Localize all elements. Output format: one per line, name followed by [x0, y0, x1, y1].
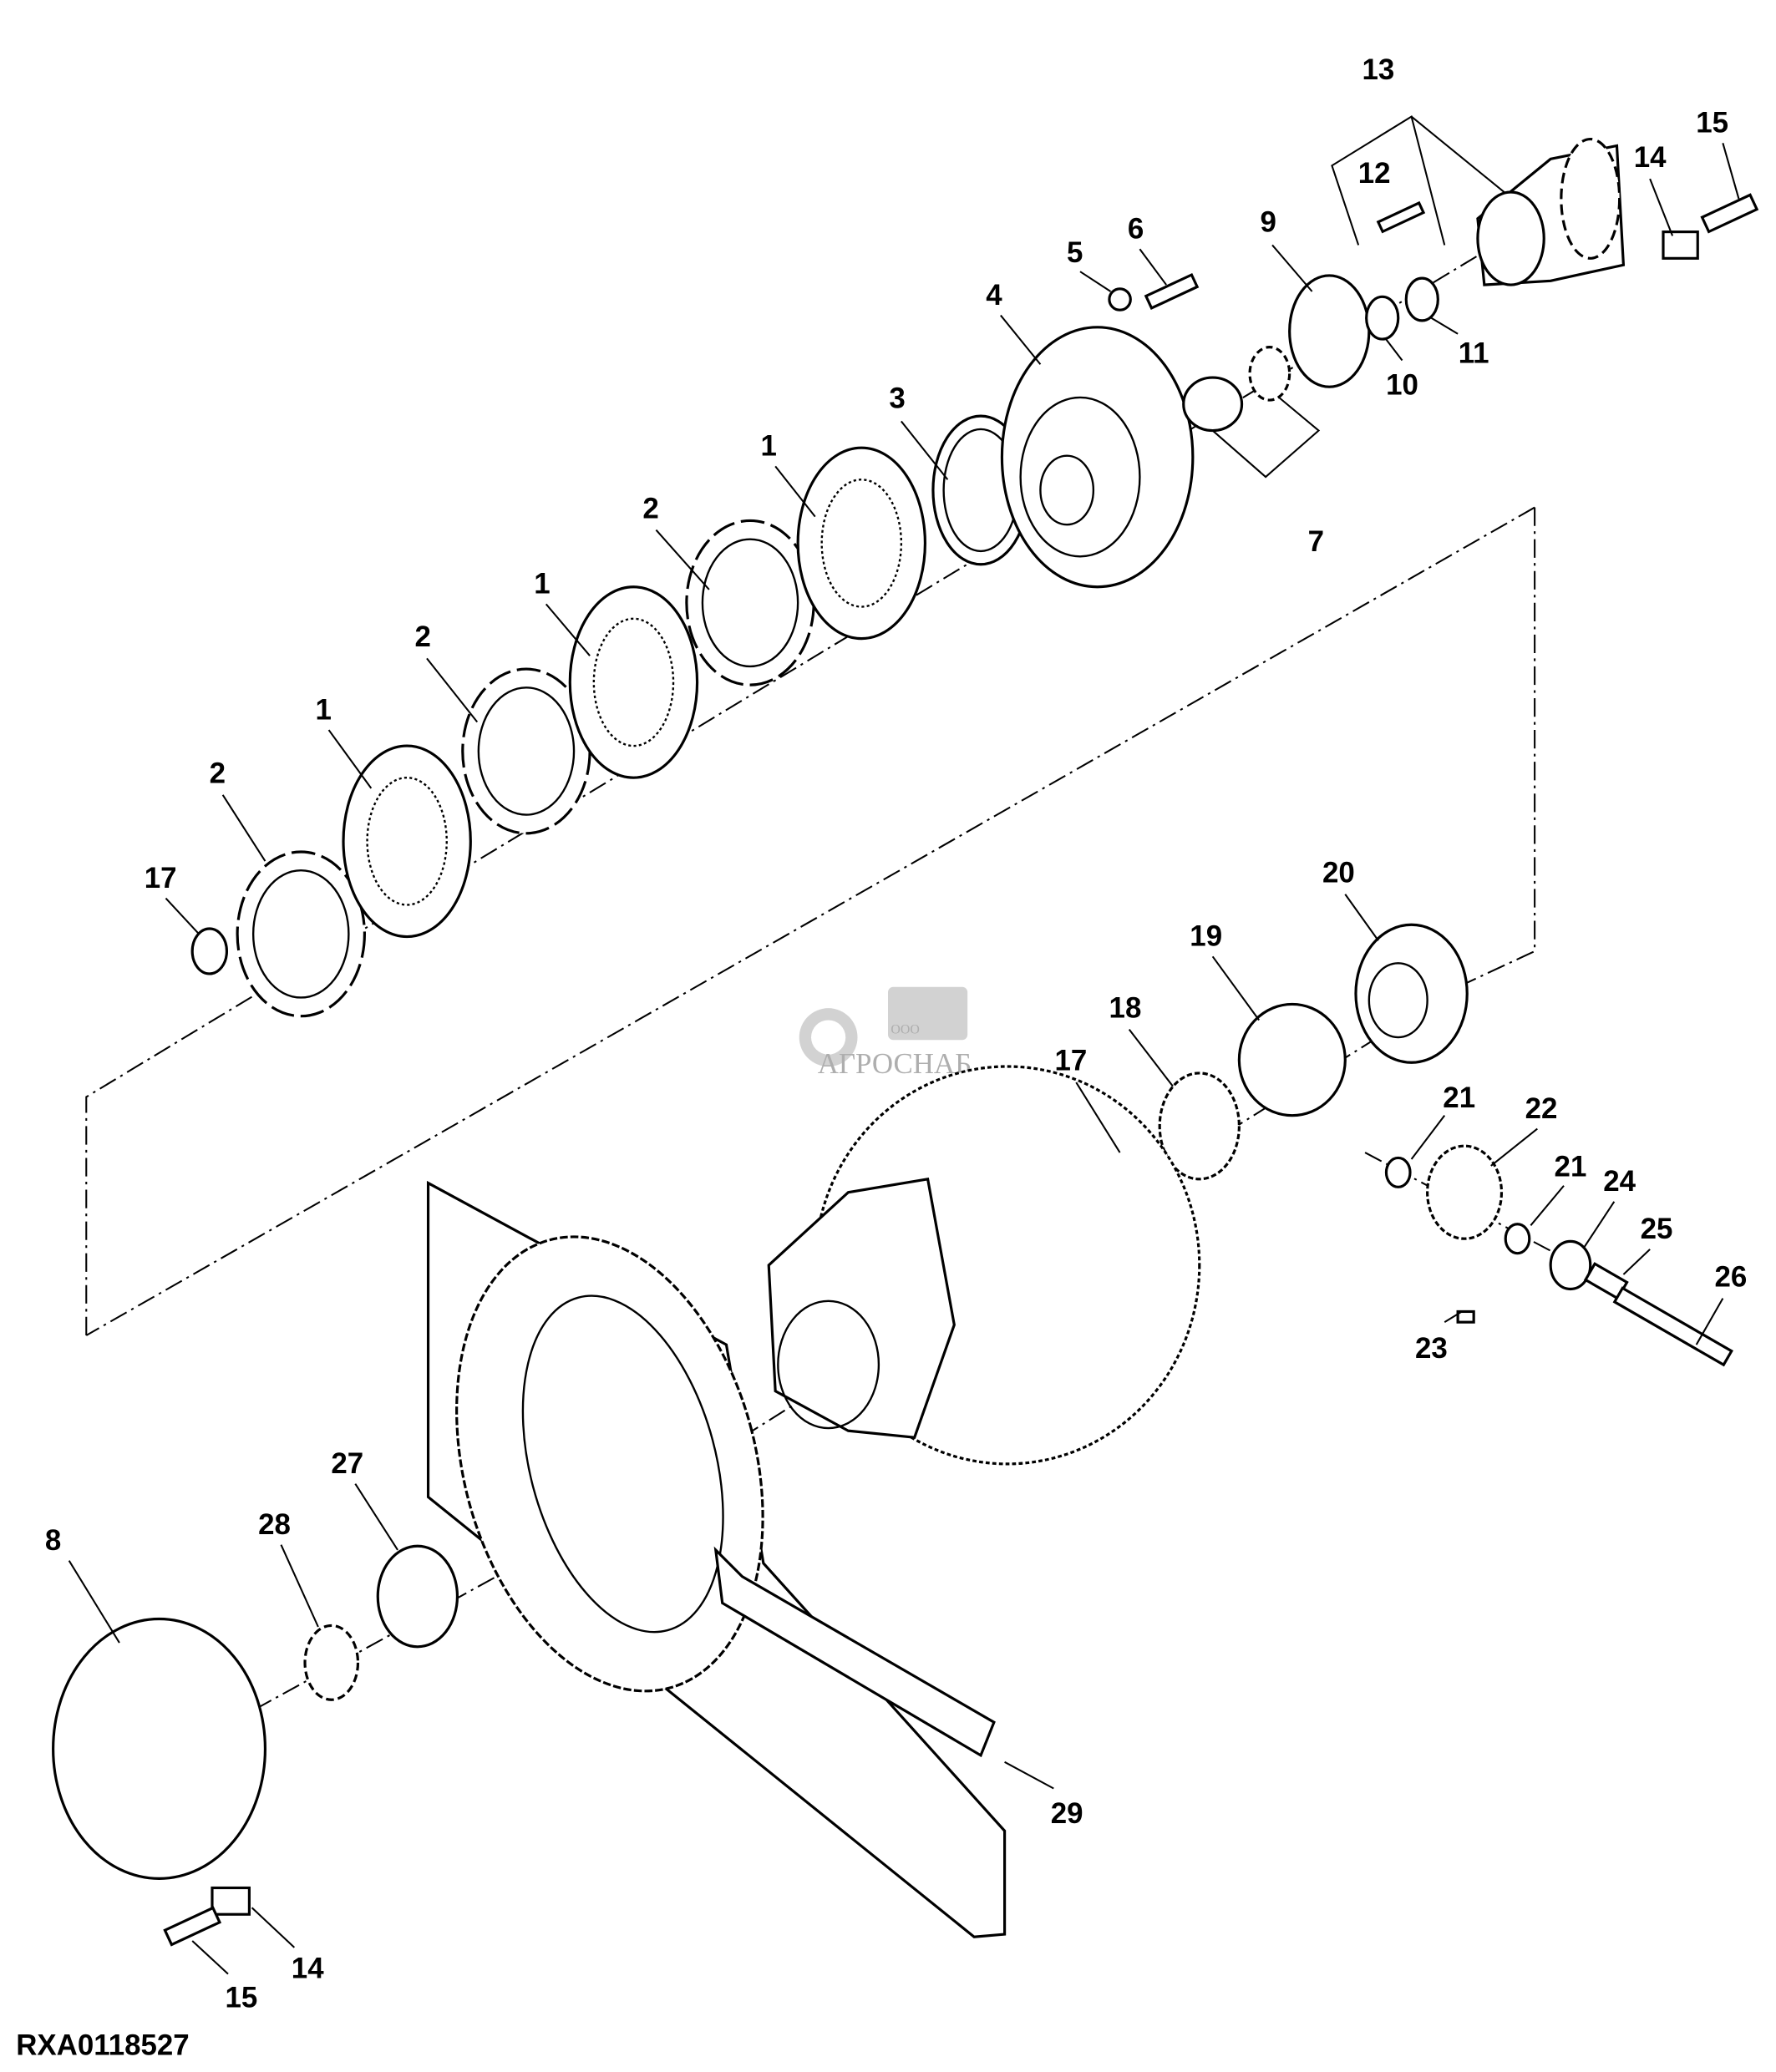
callout-7: 7	[1308, 525, 1324, 558]
friction-disc-1	[568, 585, 699, 779]
callout-1: 1	[534, 568, 550, 600]
callout-26: 26	[1714, 1260, 1747, 1293]
callout-22: 22	[1525, 1092, 1558, 1125]
callout-21: 21	[1555, 1151, 1587, 1183]
callout-29: 29	[1051, 1797, 1083, 1830]
svg-text:АГРОСНАБ: АГРОСНАБ	[818, 1047, 972, 1080]
callout-24: 24	[1603, 1165, 1636, 1198]
gear-18	[1158, 1071, 1241, 1181]
separator-plate-2	[236, 850, 366, 1018]
bolt-6	[1144, 272, 1200, 311]
callout-25: 25	[1641, 1213, 1673, 1245]
callout-17: 17	[1055, 1045, 1088, 1077]
callout-1: 1	[761, 430, 777, 463]
callout-8: 8	[45, 1524, 61, 1557]
callout-4: 4	[986, 279, 1002, 312]
figure-code: RXA0118527	[16, 2029, 189, 2061]
washer-17-upper	[190, 927, 229, 975]
callout-21: 21	[1443, 1082, 1475, 1114]
callout-14: 14	[292, 1952, 324, 1984]
bearing-cone-7	[1248, 346, 1291, 402]
agrosnab-watermark: ООО АГРОСНАБ	[799, 986, 972, 1080]
washer-21	[1504, 1223, 1531, 1255]
pin-12	[1376, 200, 1426, 234]
bearing-cup-7	[1182, 376, 1244, 433]
callout-10: 10	[1386, 369, 1418, 402]
lock-tab-14	[1662, 231, 1699, 260]
washer-21	[1384, 1156, 1412, 1188]
gear-22	[1426, 1144, 1504, 1240]
pinion-group	[52, 1180, 1007, 1947]
block-19	[1237, 1002, 1347, 1117]
callout-labels: 13 15 12 14 9 5 6 4 10 11 3 1 7 2 1 2 1 …	[45, 53, 1747, 2014]
callout-11: 11	[1459, 337, 1489, 370]
callout-1: 1	[316, 693, 332, 726]
callout-3: 3	[889, 382, 905, 415]
bearing-20	[1354, 923, 1469, 1064]
differential-case	[767, 1178, 956, 1439]
washer-5	[1108, 287, 1132, 312]
callout-2: 2	[642, 492, 658, 524]
pinion-shaft	[713, 1546, 996, 1758]
callout-17: 17	[145, 862, 177, 894]
callout-5: 5	[1067, 236, 1083, 269]
callout-20: 20	[1322, 856, 1355, 889]
callout-18: 18	[1109, 991, 1142, 1024]
callout-15: 15	[225, 1981, 257, 2014]
bevel-ring-gear	[455, 1235, 764, 1693]
callout-13: 13	[1362, 53, 1395, 86]
bolt-15	[1700, 193, 1759, 234]
callout-2: 2	[414, 621, 430, 653]
friction-disc-1	[796, 446, 927, 641]
carrier-8	[52, 1617, 267, 1880]
bolt-15-lower	[163, 1906, 222, 1947]
washer-24	[1549, 1239, 1592, 1291]
callout-6: 6	[1128, 213, 1144, 246]
differential-assembly	[767, 923, 1733, 1466]
o-ring-10	[1365, 295, 1400, 341]
separator-plate-2	[685, 519, 815, 686]
svg-text:ООО: ООО	[891, 1022, 919, 1036]
pin-23	[1456, 1310, 1475, 1324]
friction-disc-1	[342, 744, 472, 939]
callout-9: 9	[1261, 206, 1276, 239]
callout-23: 23	[1415, 1332, 1448, 1365]
housing-4	[1000, 326, 1195, 589]
bolt-26	[1612, 1286, 1733, 1367]
lock-tab-14-lower	[211, 1886, 251, 1916]
callout-14: 14	[1634, 141, 1667, 174]
leader-lines	[68, 114, 1740, 1975]
callout-2: 2	[210, 757, 226, 790]
callout-15: 15	[1696, 107, 1728, 139]
bearing-cup-27	[376, 1544, 459, 1649]
callout-12: 12	[1358, 157, 1391, 190]
callout-28: 28	[258, 1508, 291, 1541]
callout-19: 19	[1190, 920, 1222, 953]
bearing-cone-28	[303, 1624, 360, 1701]
callout-27: 27	[331, 1447, 363, 1480]
clutch-pack	[190, 137, 1759, 1018]
ring-9	[1288, 274, 1371, 388]
o-ring-11	[1404, 276, 1439, 322]
